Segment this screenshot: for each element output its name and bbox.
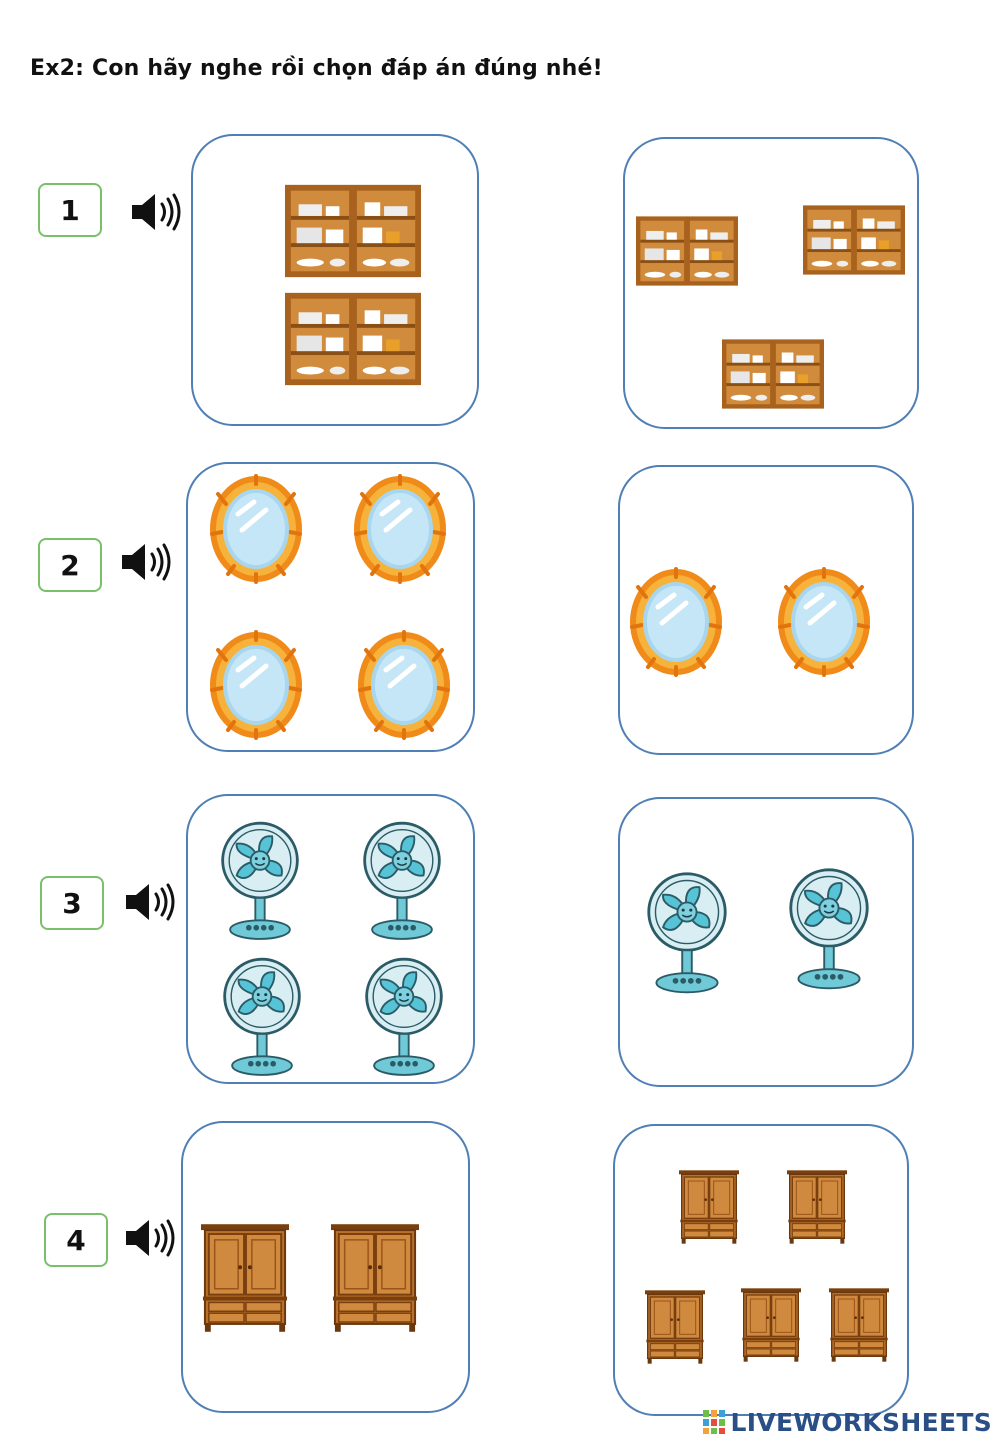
wardrobe-picture	[201, 1223, 289, 1333]
question-number-2: 2	[38, 538, 102, 592]
fan-picture	[220, 954, 304, 1082]
mirror-picture	[356, 630, 452, 740]
answer-card-3a[interactable]	[186, 794, 475, 1084]
wardrobe-picture	[741, 1286, 801, 1364]
wardrobe-picture	[829, 1286, 889, 1364]
answer-card-2a[interactable]	[186, 462, 475, 752]
fan-picture	[362, 954, 446, 1082]
page-title: Ex2: Con hãy nghe rồi chọn đáp án đúng n…	[30, 56, 603, 81]
brand-name: LIVEWORKSHEETS	[730, 1407, 992, 1437]
speaker-icon[interactable]	[118, 540, 174, 584]
fan-picture	[218, 818, 302, 946]
fan-picture	[644, 871, 730, 997]
answer-card-4a[interactable]	[181, 1121, 470, 1413]
mirror-picture	[208, 474, 304, 584]
question-number-1: 1	[38, 183, 102, 237]
liveworksheets-logo-icon	[702, 1410, 725, 1434]
speaker-icon[interactable]	[122, 1216, 178, 1260]
mirror-picture	[628, 567, 724, 677]
brand-watermark: LIVEWORKSHEETS	[702, 1407, 992, 1437]
question-number-4: 4	[44, 1213, 108, 1267]
speaker-icon[interactable]	[122, 880, 178, 924]
cupboard-picture	[636, 216, 738, 286]
mirror-picture	[776, 567, 872, 677]
answer-card-1a[interactable]	[191, 134, 479, 426]
fan-picture	[360, 818, 444, 946]
cupboard-picture	[722, 339, 824, 409]
wardrobe-picture	[787, 1168, 847, 1246]
question-number-3: 3	[40, 876, 104, 930]
cupboard-picture	[285, 184, 421, 278]
answer-card-4b[interactable]	[613, 1124, 909, 1416]
wardrobe-picture	[331, 1223, 419, 1333]
answer-card-3b[interactable]	[618, 797, 914, 1087]
cupboard-picture	[803, 205, 905, 275]
speaker-icon[interactable]	[128, 190, 184, 234]
cupboard-picture	[285, 292, 421, 386]
wardrobe-picture	[645, 1288, 705, 1366]
mirror-picture	[208, 630, 304, 740]
mirror-picture	[352, 474, 448, 584]
answer-card-2b[interactable]	[618, 465, 914, 755]
fan-picture	[786, 867, 872, 993]
wardrobe-picture	[679, 1168, 739, 1246]
answer-card-1b[interactable]	[623, 137, 919, 429]
